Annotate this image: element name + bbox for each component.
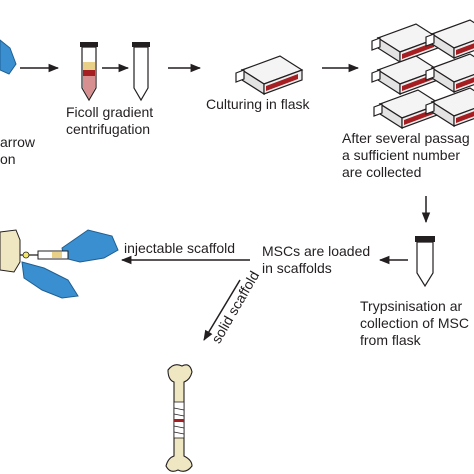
trypsin-label-line-1: Trypsinisation ar — [360, 298, 463, 314]
collection-tube-icon — [415, 236, 435, 288]
bone-marrow-aspiration-icon — [0, 39, 17, 75]
loaded-label: MSCs are loaded in scaffolds — [262, 243, 370, 277]
centrifuge-tube-layered-icon — [80, 42, 98, 102]
trypsin-label-line-2: collection of MSC — [360, 315, 469, 331]
ficoll-label-line-1: Ficoll gradient — [66, 104, 154, 120]
trypsin-label: Trypsinisation ar collection of MSC from… — [360, 298, 469, 349]
culture-label: Culturing in flask — [206, 96, 310, 113]
passages-label-line-1: After several passag — [342, 130, 470, 146]
injection-into-bone-icon — [0, 229, 119, 299]
bone-with-solid-scaffold-icon — [165, 364, 193, 472]
aspiration-label-line-2: on — [0, 151, 16, 167]
passages-label: After several passag a sufficient number… — [342, 130, 470, 181]
ficoll-label: Ficoll gradient centrifugation — [66, 104, 153, 138]
injectable-scaffold-text: injectable scaffold — [124, 240, 236, 256]
culture-flask-icon — [235, 55, 303, 95]
ficoll-label-line-2: centrifugation — [66, 121, 151, 137]
injectable-scaffold-label: injectable scaffold — [124, 240, 235, 257]
arrow-to-solid-scaffold — [203, 279, 241, 341]
trypsin-label-line-3: from flask — [360, 332, 421, 348]
culture-label-line-1: Culturing in flask — [206, 96, 310, 112]
multiple-flasks-icon — [371, 19, 474, 129]
aspiration-label: arrow on — [0, 134, 35, 168]
loaded-label-line-1: MSCs are loaded — [262, 243, 371, 259]
loaded-label-line-2: in scaffolds — [262, 260, 332, 276]
passages-label-line-3: are collected — [342, 164, 422, 180]
aspiration-label-line-1: arrow — [0, 134, 36, 150]
centrifuge-tube-empty-icon — [132, 42, 150, 102]
passages-label-line-2: a sufficient number — [342, 147, 461, 163]
